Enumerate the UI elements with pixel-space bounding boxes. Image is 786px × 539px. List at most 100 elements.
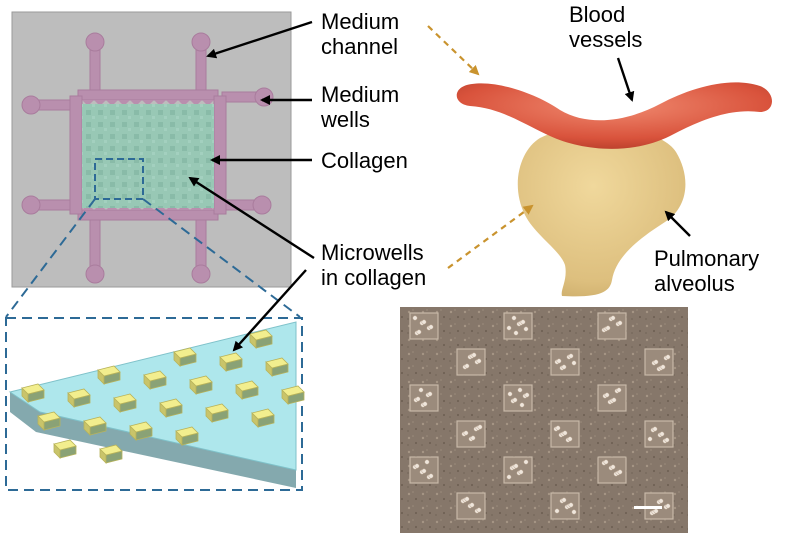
cell [476,507,482,513]
cell [561,497,567,503]
cell [610,464,616,470]
label-pulmonary-alveolus: Pulmonary alveolus [654,246,759,296]
microwell-block [97,365,121,385]
microwell-block [143,370,167,390]
label-line: in collagen [321,265,427,290]
microwell-block [21,383,45,403]
cell [428,324,434,330]
cell [512,397,518,403]
microwell-block [189,375,213,395]
cell [617,469,623,475]
cell [421,468,427,474]
cell [616,387,622,393]
label-line: Pulmonary [654,246,760,271]
cell [604,392,610,398]
cell [658,498,664,504]
cell [513,330,519,336]
arrow-microwells-zoom [232,269,307,352]
zoomed-microwell-slab [5,317,305,491]
cell [603,459,609,465]
microwell-array [21,329,305,464]
microwell-block [53,439,77,459]
label-line: vessels [569,27,643,52]
label-medium-channel: Medium channel [321,9,399,59]
cell [424,459,430,465]
microwell-block [67,388,91,408]
label-line: alveolus [654,271,735,296]
cell [470,435,476,441]
dashed-pointers [427,25,534,269]
cell [506,325,512,331]
cell [523,459,529,465]
collagen-region [82,104,214,208]
cell [517,387,523,393]
cell [520,319,526,325]
scale-bar [634,506,662,509]
label-line: channel [321,34,399,59]
pointer-to-alveolus [447,204,534,269]
photo-well [644,420,674,448]
cell [562,430,568,436]
cell [571,360,577,366]
cell [605,325,611,331]
photo-well [456,492,486,520]
blood-vessel-shape [456,82,772,149]
pointer-to-vessel [427,25,480,76]
cell [415,396,421,402]
cell [506,474,512,480]
cell [418,387,424,393]
cell [568,502,574,508]
microwell-block [129,421,153,441]
cell [476,358,482,364]
cell [464,363,470,369]
cell [659,431,665,437]
microwell-block [99,444,123,464]
microwell-block [37,411,61,431]
arrow-blood-vessels [616,57,635,102]
cell [524,392,530,398]
microwell-block [281,385,305,405]
label-medium-wells: Medium wells [321,82,399,132]
photo-well [503,456,533,484]
medium-channel-network [29,41,265,275]
cell [416,329,422,335]
cell [653,508,659,514]
arrow-medium-channel [206,20,313,59]
cell [664,437,670,443]
pulmonary-alveolus-shape [517,126,686,297]
microwell-block [249,329,273,349]
cell [568,353,574,359]
microscopy-image [400,307,688,533]
cell [469,502,475,508]
photo-microwells [409,312,674,520]
microwell-block [113,393,137,413]
cell [665,503,671,509]
zoom-guide-lines [5,198,301,318]
microwell-block [265,357,289,377]
cell [421,319,427,325]
cell [422,401,428,407]
cell [477,424,483,430]
cell [665,354,671,360]
microwell-block [83,416,107,436]
arrow-pulmonary-alveolus [664,210,691,237]
cell [428,473,434,479]
medium-wells [21,32,274,284]
cell [611,397,617,403]
cell [507,391,513,397]
cell [647,436,653,442]
chip-top-view [11,11,292,288]
cell [513,463,519,469]
cell [555,425,561,431]
cell [567,436,573,442]
cell [561,364,567,370]
cell [556,358,562,364]
label-collagen: Collagen [321,148,408,173]
label-line: Medium [321,82,400,107]
microwell-block [205,403,229,423]
cell [571,509,577,515]
microwell-block [219,352,243,372]
cell [554,508,560,514]
label-line: wells [321,107,370,132]
